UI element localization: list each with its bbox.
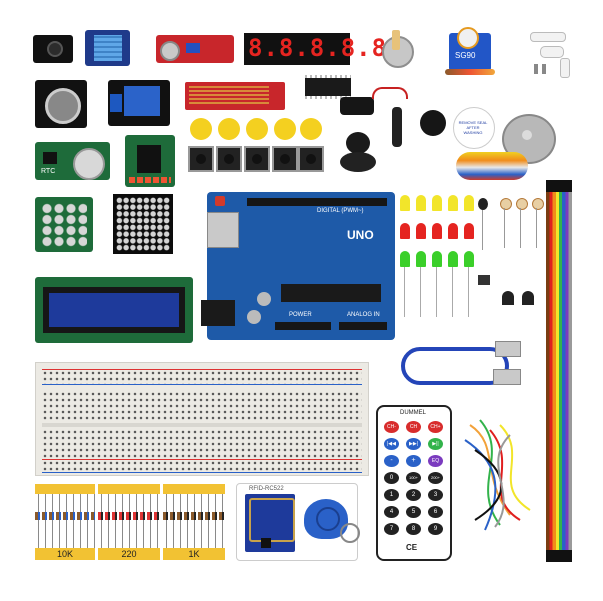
segment-digits: 8.8.8.8.8 (248, 34, 388, 62)
remote-play-button[interactable]: ▶|| (428, 438, 443, 450)
remote-brand: DUMMEL (400, 410, 427, 416)
resistor-pack-1k: 1K (163, 484, 225, 560)
tactile-button-caps (190, 118, 324, 142)
remote-row-3: - + EQ (384, 455, 444, 468)
potentiometer (378, 30, 414, 70)
relay-module (108, 80, 170, 126)
resistor-pack-10k: 10K (35, 484, 95, 560)
remote-row-6: 4 5 6 (384, 506, 444, 519)
remote-2-button[interactable]: 2 (406, 489, 421, 501)
usb-cable (395, 335, 525, 395)
digital-label: DIGITAL (PWM~) (317, 208, 364, 214)
remote-8-button[interactable]: 8 (406, 523, 421, 535)
resistor-pack-label-1k: 1K (163, 548, 225, 560)
remote-4-button[interactable]: 4 (384, 506, 399, 518)
breadboard (35, 362, 369, 476)
remote-ch-plus-button[interactable]: CH+ (428, 421, 443, 433)
passive-buzzer: REMOVE SEAL AFTER WASHING (453, 107, 495, 149)
remote-100-button[interactable]: 100+ (406, 472, 421, 484)
water-level-sensor (185, 82, 285, 110)
remote-ch-button[interactable]: CH (406, 421, 421, 433)
remote-next-button[interactable]: ▶▶| (406, 438, 421, 450)
dht11-sensor (85, 30, 130, 66)
analog-header (339, 322, 387, 330)
buzzer-sticker: REMOVE SEAL AFTER WASHING (458, 120, 488, 135)
transistors (478, 275, 548, 325)
rfid-keyfob (300, 493, 360, 553)
photoresistors (478, 198, 544, 268)
stepper-cable (456, 152, 528, 180)
uno-label: UNO (347, 228, 374, 242)
remote-6-button[interactable]: 6 (428, 506, 443, 518)
remote-row-5: 1 2 3 (384, 489, 444, 502)
remote-row-4: 0 100+ 200+ (384, 472, 444, 485)
remote-5-button[interactable]: 5 (406, 506, 421, 518)
analog-label: ANALOG IN (347, 312, 380, 318)
remote-prev-button[interactable]: |◀◀ (384, 438, 399, 450)
digital-header (247, 198, 387, 206)
led-matrix (113, 194, 173, 254)
jumper-wires-bundle (460, 415, 540, 535)
resistor-pack-220: 220 (98, 484, 160, 560)
active-buzzer (420, 110, 446, 136)
servo-horns (530, 28, 570, 80)
rtc-module: RTC (35, 142, 110, 180)
remote-plus-button[interactable]: + (406, 455, 421, 467)
remote-row-7: 7 8 9 (384, 523, 444, 536)
remote-ch-minus-button[interactable]: CH- (384, 421, 399, 433)
rtc-label: RTC (41, 168, 56, 175)
remote-9-button[interactable]: 9 (428, 523, 443, 535)
usb-port (207, 212, 239, 248)
stepper-driver-board (125, 135, 175, 187)
resistor-pack-label-220: 220 (98, 548, 160, 560)
sound-sensor-module (156, 35, 234, 63)
remote-200-button[interactable]: 200+ (428, 472, 443, 484)
atmega-chip (281, 284, 381, 302)
remote-row-2: |◀◀ ▶▶| ▶|| (384, 438, 444, 451)
rfid-label: RFID-RC522 (249, 486, 284, 492)
remote-3-button[interactable]: 3 (428, 489, 443, 501)
ic-chip (305, 75, 351, 99)
servo-label: SG90 (455, 51, 476, 60)
remote-7-button[interactable]: 7 (384, 523, 399, 535)
remote-1-button[interactable]: 1 (384, 489, 399, 501)
arduino-uno-board: DIGITAL (PWM~) POWER ANALOG IN UNO (201, 192, 395, 340)
joystick-cap (340, 132, 376, 174)
servo-motor: SG90 (445, 25, 495, 80)
dc-jack (201, 300, 235, 326)
dupont-ribbon-cable (546, 180, 572, 562)
remote-minus-button[interactable]: - (384, 455, 399, 467)
remote-row-1: CH- CH CH+ (384, 421, 444, 434)
resistor-pack-label-10k: 10K (35, 548, 95, 560)
remote-ce-logo: CE (406, 543, 418, 552)
membrane-keypad (35, 197, 93, 252)
rfid-module (245, 494, 295, 552)
reset-button (215, 196, 225, 206)
battery-clip-connector (340, 85, 410, 165)
joystick-module (35, 80, 87, 128)
ir-receiver-module (33, 35, 73, 63)
remote-0-button[interactable]: 0 (384, 472, 399, 484)
power-header (275, 322, 331, 330)
led-set (400, 195, 480, 325)
lcd-1602 (35, 277, 193, 343)
power-label: POWER (289, 312, 312, 318)
seven-segment-display: 8.8.8.8.8 (244, 33, 386, 65)
remote-eq-button[interactable]: EQ (428, 455, 443, 467)
tactile-switches (188, 146, 324, 172)
ir-remote: DUMMEL CH- CH CH+ |◀◀ ▶▶| ▶|| - + EQ 0 1… (376, 405, 452, 561)
